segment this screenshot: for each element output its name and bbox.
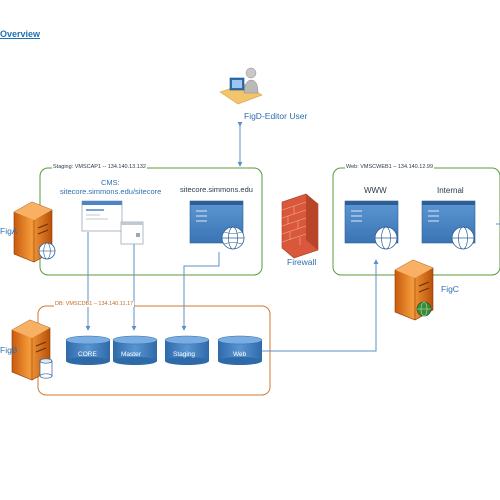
web-group-label: Web: VMSCWEB1 – 134.140.12.99 <box>345 164 435 170</box>
db-core-icon <box>65 335 111 365</box>
firewall-icon <box>281 193 319 259</box>
www-window-icon <box>344 200 399 250</box>
server-a-icon <box>13 201 56 263</box>
server-b-label: FigB <box>0 345 18 355</box>
site-url-label: sitecore.simmons.edu <box>180 185 253 194</box>
server-c-label: FigC <box>441 284 459 294</box>
db-web-label: Web <box>233 351 247 358</box>
internal-window-icon <box>421 200 476 250</box>
db-staging-label: Staging <box>173 351 196 358</box>
firewall-label: Firewall <box>287 257 317 267</box>
page-title-link[interactable]: Overview <box>0 29 41 39</box>
site-www-label: WWW <box>364 186 387 195</box>
web-db-to-web-server-connector <box>262 259 379 352</box>
server-c-icon <box>394 259 434 321</box>
editor-user-label: FigD-Editor User <box>244 111 308 121</box>
db-staging-icon <box>164 335 210 365</box>
editor-user-icon <box>219 67 263 105</box>
db-web-icon <box>217 335 263 365</box>
site-window-icon <box>189 200 245 250</box>
db-core-label: CORE <box>78 351 97 358</box>
site-internal-label: Internal <box>437 186 464 195</box>
cms-url-label: sitecore.simmons.edu/sitecore <box>60 187 162 196</box>
db-group-label: DB: VMSCDB1 – 134.140.11.17 <box>54 301 135 307</box>
db-master-label: Master <box>121 351 141 358</box>
cms-window-front-icon <box>81 200 123 232</box>
staging-group-label: Staging: VMSCAP1 -- 134.140.13.132 <box>52 164 147 170</box>
cms-title-label: CMS: <box>101 178 120 187</box>
db-master-icon <box>112 335 158 365</box>
site-to-staging-connector <box>181 252 220 331</box>
server-a-label: FigA <box>0 226 18 236</box>
cms-window-back-icon <box>120 221 144 245</box>
server-b-icon <box>11 319 53 381</box>
